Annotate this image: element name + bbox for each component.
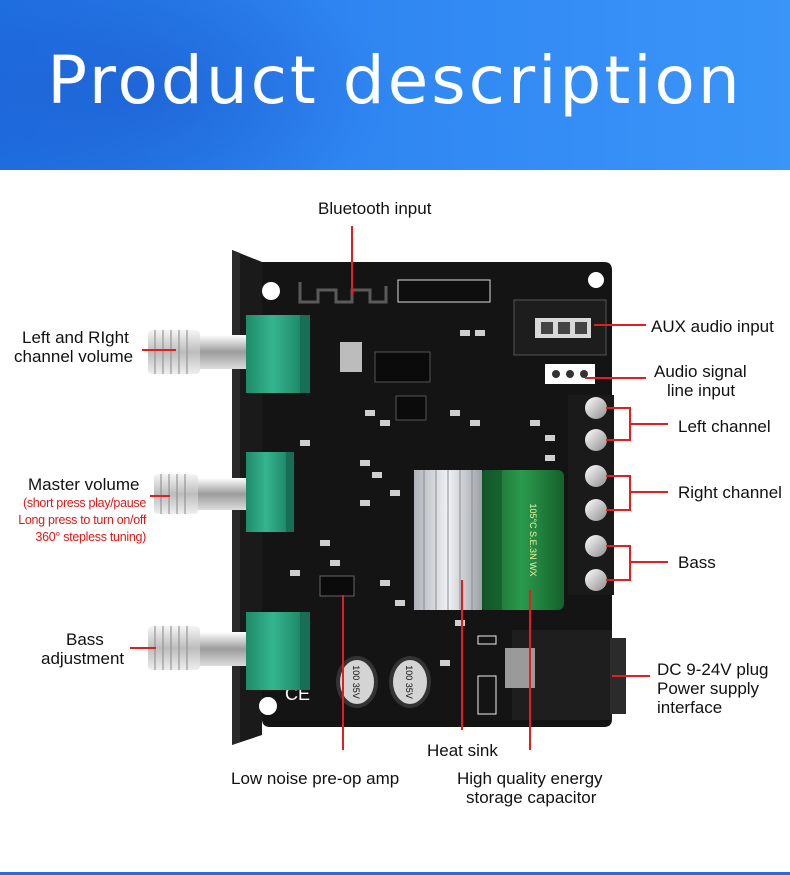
- master-volume-note: (short press play/pause Long press to tu…: [6, 495, 146, 546]
- master-note-line2: Long press to turn on/off: [18, 513, 146, 527]
- speaker-terminal-block: [568, 395, 614, 595]
- master-note-line1: (short press play/pause: [22, 496, 146, 510]
- capacitor-bank: 105°C S.E.3N WX: [480, 470, 564, 610]
- label-left-channel: Left channel: [678, 417, 771, 436]
- label-preamp: Low noise pre-op amp: [231, 769, 400, 788]
- heat-sink-block: [414, 470, 482, 610]
- label-capacitor-line2: storage capacitor: [466, 788, 597, 807]
- label-heat-sink: Heat sink: [427, 741, 498, 760]
- amplifier-board-illustration: 105°C S.E.3N WX 100 35V 100 35V: [130, 226, 668, 750]
- label-master-volume: Master volume: [28, 475, 140, 494]
- line-input-header: [545, 364, 595, 384]
- label-bass-adjustment-line1: Bass: [66, 630, 104, 649]
- dc-power-jack: [505, 630, 626, 720]
- label-lr-volume-line1: Left and RIght: [22, 328, 129, 347]
- label-signal-line2: line input: [667, 381, 736, 400]
- label-dc-line1: DC 9-24V plug: [657, 660, 769, 679]
- master-note-line3: 360° stepless tuning): [35, 530, 146, 544]
- product-scene: 105°C S.E.3N WX 100 35V 100 35V: [0, 170, 790, 875]
- svg-text:100 35V: 100 35V: [351, 665, 361, 699]
- label-dc-line3: interface: [657, 698, 723, 717]
- knob-bass: [148, 612, 310, 690]
- page-title: Product description: [47, 42, 743, 119]
- pcb-board: 105°C S.E.3N WX 100 35V 100 35V: [259, 262, 626, 727]
- callout-lines: [130, 226, 668, 750]
- label-bass-adjustment-line2: adjustment: [41, 649, 125, 668]
- label-capacitor-line1: High quality energy: [457, 769, 603, 788]
- label-right-channel: Right channel: [678, 483, 782, 502]
- aux-jack: [513, 299, 607, 356]
- label-dc-line2: Power supply: [657, 679, 760, 698]
- label-lr-volume-line2: channel volume: [14, 347, 134, 366]
- bottom-rule: [0, 872, 790, 875]
- label-bluetooth-input: Bluetooth input: [318, 199, 432, 218]
- knob-lr-volume: [148, 315, 310, 393]
- label-bass-output: Bass: [678, 553, 716, 572]
- label-signal-line1: Audio signal: [654, 362, 747, 381]
- svg-text:105°C S.E.3N WX: 105°C S.E.3N WX: [528, 503, 538, 576]
- header-banner: Product description: [0, 0, 790, 170]
- svg-text:100 35V: 100 35V: [404, 665, 414, 699]
- knob-master-volume: [154, 452, 294, 532]
- label-aux-input: AUX audio input: [651, 317, 774, 336]
- small-capacitors: 100 35V 100 35V: [336, 656, 431, 708]
